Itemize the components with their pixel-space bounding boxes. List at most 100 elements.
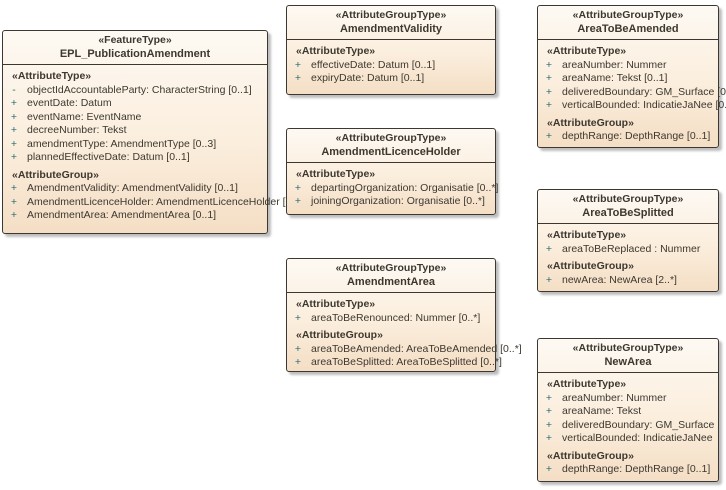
visibility-marker: + — [10, 124, 18, 136]
attribute-text: areaToBeReplaced : Nummer — [562, 242, 701, 255]
class-header: «AttributeGroupType»AreaToBeAmended — [538, 6, 718, 40]
attribute-text: AmendmentLicenceHolder: AmendmentLicence… — [27, 195, 306, 208]
attribute-text: depthRange: DepthRange [0..1] — [562, 463, 711, 475]
attribute-row: -objectIdAccountableParty: CharacterStri… — [3, 84, 265, 98]
class-header: «AttributeGroupType» NewArea — [538, 339, 718, 373]
visibility-marker: + — [10, 195, 18, 208]
visibility-marker: + — [10, 97, 18, 109]
attribute-section: «AttributeType»-objectIdAccountableParty… — [3, 70, 265, 165]
class-box-amendment-validity[interactable]: «AttributeGroupType»AmendmentValidity«At… — [286, 5, 496, 95]
attribute-row: + amendmentType: AmendmentType [0..3] — [3, 138, 265, 152]
attribute-row: +verticalBounded: IndicatieJaNee [0..1] — [538, 99, 726, 113]
class-box-new-area[interactable]: «AttributeGroupType» NewArea «AttributeTyp… — [537, 338, 719, 482]
attribute-text: areaName: Tekst [0..1] — [562, 72, 668, 84]
class-box-amendment-licence-holder[interactable]: «AttributeGroupType»AmendmentLicenceHold… — [286, 128, 498, 215]
visibility-marker: + — [294, 311, 302, 324]
class-attribute-compartment: «AttributeType»+effectiveDate: Datum [0.… — [287, 40, 495, 89]
class-attribute-compartment: «AttributeType»+areaNumber: Nummer+areaN… — [538, 40, 726, 147]
attribute-text: plannedEffectiveDate: Datum [0..1] — [27, 151, 190, 163]
attribute-text: effectiveDate: Datum [0..1] — [311, 58, 436, 71]
section-stereotype: «AttributeGroup» — [12, 168, 99, 181]
visibility-marker: + — [545, 418, 553, 431]
attribute-row: + plannedEffectiveDate: Datum [0..1] — [3, 151, 265, 165]
class-box-amendment-area[interactable]: «AttributeGroupType»AmendmentArea«Attrib… — [286, 258, 522, 373]
attribute-row: + areaName: Tekst [0..1] — [538, 72, 716, 86]
attribute-row: + AmendmentArea: AmendmentArea [0..1] — [3, 209, 265, 223]
attribute-text: areaNumber: Nummer — [562, 391, 667, 404]
attribute-row: + areaToBeReplaced : Nummer — [538, 243, 716, 257]
attribute-row: +verticalBounded: IndicatieJaNee — [538, 432, 716, 446]
class-box-area-to-be-splitted[interactable]: «AttributeGroupType»AreaToBeSplitted«Att… — [537, 189, 719, 292]
section-stereotype: «AttributeGroup» — [547, 116, 634, 129]
attribute-text: decreeNumber: Tekst — [27, 124, 127, 136]
class-box-epl-publication-amendment[interactable]: «FeatureType»EPL_PublicationAmendment «At… — [2, 30, 306, 234]
visibility-marker: + — [294, 181, 302, 194]
class-stereotype: «AttributeGroupType» — [335, 9, 447, 21]
attribute-row: +departingOrganization: Organisatie [0..… — [287, 181, 498, 196]
section-stereotype: «AttributeGroup» — [547, 449, 634, 462]
section-stereotype: «AttributeGroup» — [547, 260, 634, 272]
attribute-text: expiryDate: Datum [0..1] — [311, 72, 425, 84]
attribute-text: joiningOrganization: Organisatie [0..*] — [311, 195, 485, 207]
visibility-marker: + — [10, 137, 18, 150]
attribute-row: +depthRange: DepthRange [0..1] — [538, 463, 716, 477]
class-attribute-compartment: «AttributeType»+departingOrganization: O… — [287, 163, 498, 212]
attribute-text: AmendmentArea: AmendmentArea [0..1] — [27, 209, 217, 221]
attribute-section: «AttributeType»+effectiveDate: Datum [0.… — [287, 45, 493, 86]
attribute-row: + eventDate: Datum — [3, 97, 265, 111]
attribute-text: areaNumber: Nummer — [562, 58, 667, 71]
class-box-area-to-be-amended[interactable]: «AttributeGroupType»AreaToBeAmended«Attr… — [537, 5, 726, 148]
attribute-section: «AttributeGroup»+newArea: NewArea [2..*] — [538, 260, 716, 287]
visibility-marker: + — [545, 405, 553, 417]
section-stereotype: «AttributeType» — [547, 378, 627, 390]
attribute-row: + deliveredBoundary: GM_Surface — [538, 419, 716, 433]
attribute-row: +AmendmentValidity: AmendmentValidity [0… — [3, 182, 265, 196]
class-name: AmendmentLicenceHolder — [321, 146, 461, 158]
class-stereotype: «AttributeGroupType» — [572, 342, 684, 354]
attribute-row: +areaToBeSplitted: AreaToBeSplitted [0..… — [287, 356, 502, 370]
visibility-marker: + — [545, 72, 553, 84]
attribute-row: + joiningOrganization: Organisatie [0..*] — [287, 195, 493, 209]
attribute-text: deliveredBoundary: GM_Surface [0..1] — [562, 85, 726, 98]
visibility-marker: + — [294, 72, 302, 84]
class-attribute-compartment: «AttributeType»+areaToBeReplaced : Numme… — [538, 224, 718, 290]
attribute-row: +AmendmentLicenceHolder: AmendmentLicenc… — [3, 195, 306, 210]
attribute-row: + areaToBeRenounced: Nummer [0..*] — [287, 312, 493, 326]
attribute-row: + decreeNumber: Tekst — [3, 124, 265, 138]
attribute-text: amendmentType: AmendmentType [0..3] — [27, 137, 217, 150]
attribute-text: deliveredBoundary: GM_Surface — [562, 418, 715, 431]
visibility-marker: + — [294, 356, 302, 368]
visibility-marker: + — [10, 110, 18, 123]
section-stereotype: «AttributeType» — [296, 298, 376, 310]
attribute-section: «AttributeGroup»+depthRange: DepthRange … — [538, 117, 716, 144]
attribute-row: +areaToBeAmended: AreaToBeAmended [0..*] — [287, 343, 522, 357]
attribute-row: +depthRange: DepthRange [0..1] — [538, 130, 716, 144]
visibility-marker: + — [545, 273, 553, 286]
attribute-row: + effectiveDate: Datum [0..1] — [287, 59, 493, 73]
class-name: NewArea — [604, 356, 652, 368]
attribute-text: eventDate: Datum — [27, 97, 112, 109]
section-stereotype: «AttributeType» — [296, 45, 376, 57]
attribute-text: areaToBeRenounced: Nummer [0..*] — [311, 311, 481, 324]
visibility-marker: + — [545, 242, 553, 255]
class-header: «AttributeGroupType»AmendmentValidity — [287, 6, 495, 40]
section-stereotype: «AttributeType» — [296, 168, 376, 180]
class-attribute-compartment: «AttributeType»-objectIdAccountableParty… — [3, 65, 306, 226]
visibility-marker: + — [294, 195, 302, 207]
attribute-text: verticalBounded: IndicatieJaNee — [562, 432, 713, 444]
visibility-marker: + — [10, 209, 18, 221]
visibility-marker: + — [10, 151, 18, 163]
class-stereotype: «FeatureType» — [98, 34, 172, 46]
visibility-marker: + — [294, 58, 302, 71]
class-header: «FeatureType»EPL_PublicationAmendment — [3, 31, 267, 65]
attribute-text: verticalBounded: IndicatieJaNee [0..1] — [562, 99, 726, 111]
attribute-section: «AttributeType»+ areaToBeRenounced: Numme… — [287, 298, 493, 325]
attribute-row: +areaNumber: Nummer — [538, 392, 716, 406]
class-stereotype: «AttributeGroupType» — [572, 9, 684, 21]
attribute-section: «AttributeGroup»+areaToBeAmended: AreaTo… — [287, 329, 522, 370]
attribute-row: +areaNumber: Nummer — [538, 59, 716, 73]
class-attribute-compartment: «AttributeType»+areaToBeRenounced: Numme… — [287, 293, 522, 373]
class-name: AmendmentArea — [346, 276, 436, 288]
attribute-section: «AttributeType»+areaNumber: Nummer+areaN… — [538, 45, 726, 113]
